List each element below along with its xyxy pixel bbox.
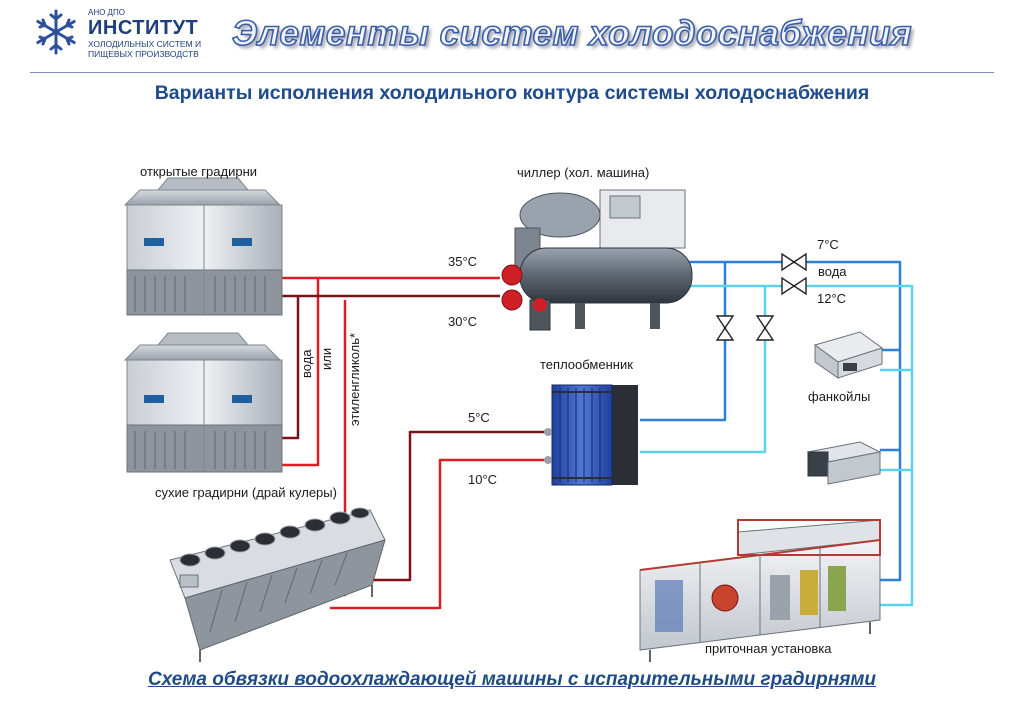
dry-cooler bbox=[169, 507, 386, 662]
open-cooling-tower bbox=[123, 177, 283, 316]
warm-pipe-dry-cooler bbox=[282, 296, 300, 440]
temp-5-label: 5°C bbox=[468, 410, 490, 425]
page-title: Элементы систем холодоснабжения bbox=[231, 13, 913, 54]
valve-icon bbox=[781, 276, 807, 296]
cassette-fancoil bbox=[813, 331, 884, 379]
fancoils-label: фанкойлы bbox=[808, 389, 870, 404]
chiller-label: чиллер (хол. машина) bbox=[517, 165, 649, 180]
hot-pipe-dry-cooler-return bbox=[282, 278, 320, 467]
ahu-label: приточная установка bbox=[705, 641, 832, 656]
logo-line-1: ХОЛОДИЛЬНЫХ СИСТЕМ И bbox=[88, 39, 202, 49]
duct-fancoil bbox=[806, 441, 882, 485]
water-label: вода bbox=[818, 264, 847, 279]
temp-35-label: 35°C bbox=[448, 254, 477, 269]
hx-return-pipe bbox=[330, 458, 545, 610]
cool-from-hx-pipe bbox=[640, 286, 767, 454]
header-divider bbox=[30, 72, 994, 73]
vertical-or-label: или bbox=[319, 348, 334, 370]
plate-heat-exchanger bbox=[544, 384, 638, 486]
temp-30-label: 30°C bbox=[448, 314, 477, 329]
valve-icon bbox=[755, 315, 775, 341]
valve-icons bbox=[715, 252, 807, 341]
valve-icon bbox=[781, 252, 807, 272]
open-towers-label: открытые градирни bbox=[140, 164, 257, 179]
air-handling-unit bbox=[639, 519, 881, 662]
institute-logo: АНО ДПО ИНСТИТУТ ХОЛОДИЛЬНЫХ СИСТЕМ И ПИ… bbox=[30, 6, 220, 62]
snowflake-icon bbox=[36, 9, 76, 55]
chiller bbox=[501, 189, 693, 331]
vertical-glycol-label: этиленгликоль* bbox=[347, 333, 362, 426]
logo-line-2: ПИЩЕВЫХ ПРОИЗВОДСТВ bbox=[88, 49, 199, 59]
vertical-water-label: вода bbox=[299, 349, 314, 378]
temp-12-label: 12°C bbox=[817, 291, 846, 306]
dry-towers-label: сухие градирни (драй кулеры) bbox=[155, 485, 337, 500]
logo-prefix: АНО ДПО bbox=[88, 8, 125, 17]
open-cooling-tower bbox=[123, 332, 283, 473]
heat-exchanger-label: теплообменник bbox=[540, 357, 633, 372]
valve-icon bbox=[715, 315, 735, 341]
temp-7-label: 7°C bbox=[817, 237, 839, 252]
diagram-caption: Схема обвязки водоохлаждающей машины с и… bbox=[147, 669, 877, 690]
logo-name: ИНСТИТУТ bbox=[88, 17, 199, 39]
temp-10-label: 10°C bbox=[468, 472, 497, 487]
cold-to-hx-pipe bbox=[640, 262, 727, 422]
diagram-subtitle: Варианты исполнения холодильного контура… bbox=[154, 82, 870, 104]
